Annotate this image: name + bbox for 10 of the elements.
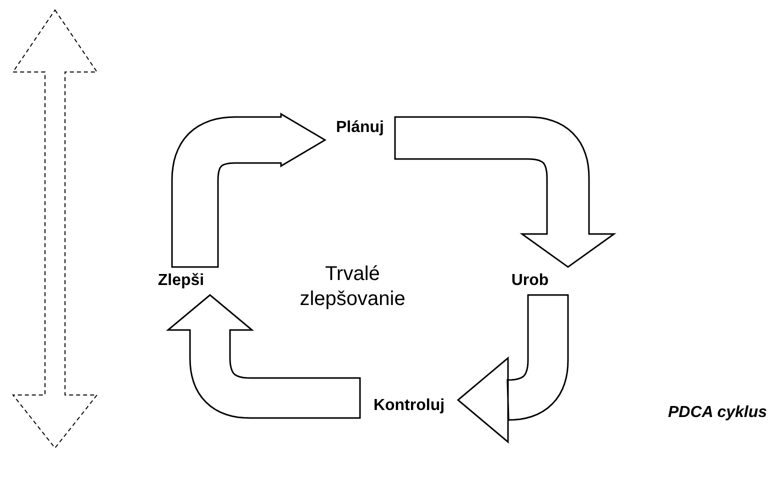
bent-block-arrow bbox=[171, 112, 326, 268]
stage-label: Urob bbox=[478, 267, 582, 295]
diagram-caption: PDCA cyklus bbox=[668, 403, 768, 423]
bent-block-arrow bbox=[166, 294, 361, 419]
stage-label: Kontroluj bbox=[360, 384, 458, 427]
center-text: Trvalé zlepšovanie bbox=[298, 262, 406, 312]
bent-block-arrow bbox=[394, 116, 616, 268]
stage-label: Plánuj bbox=[325, 114, 395, 142]
stage-label: Zlepši bbox=[142, 267, 220, 295]
bent-block-arrow bbox=[456, 294, 569, 444]
